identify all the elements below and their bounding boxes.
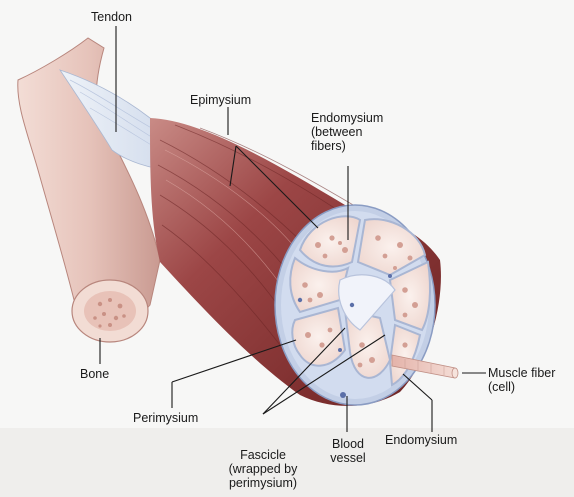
label-endomysium: Endomysium: [385, 433, 457, 447]
label-tendon: Tendon: [91, 10, 132, 24]
label-fascicle: Fascicle (wrapped by perimysium): [213, 448, 313, 490]
label-perimysium: Perimysium: [133, 411, 198, 425]
label-bone: Bone: [80, 367, 109, 381]
label-blood-vessel: Blood vessel: [320, 437, 376, 465]
label-endomysium-between-fibers: Endomysium (between fibers): [311, 111, 383, 153]
label-epimysium: Epimysium: [190, 93, 251, 107]
cross-section: [275, 205, 435, 405]
label-muscle-fiber: Muscle fiber (cell): [488, 366, 555, 394]
